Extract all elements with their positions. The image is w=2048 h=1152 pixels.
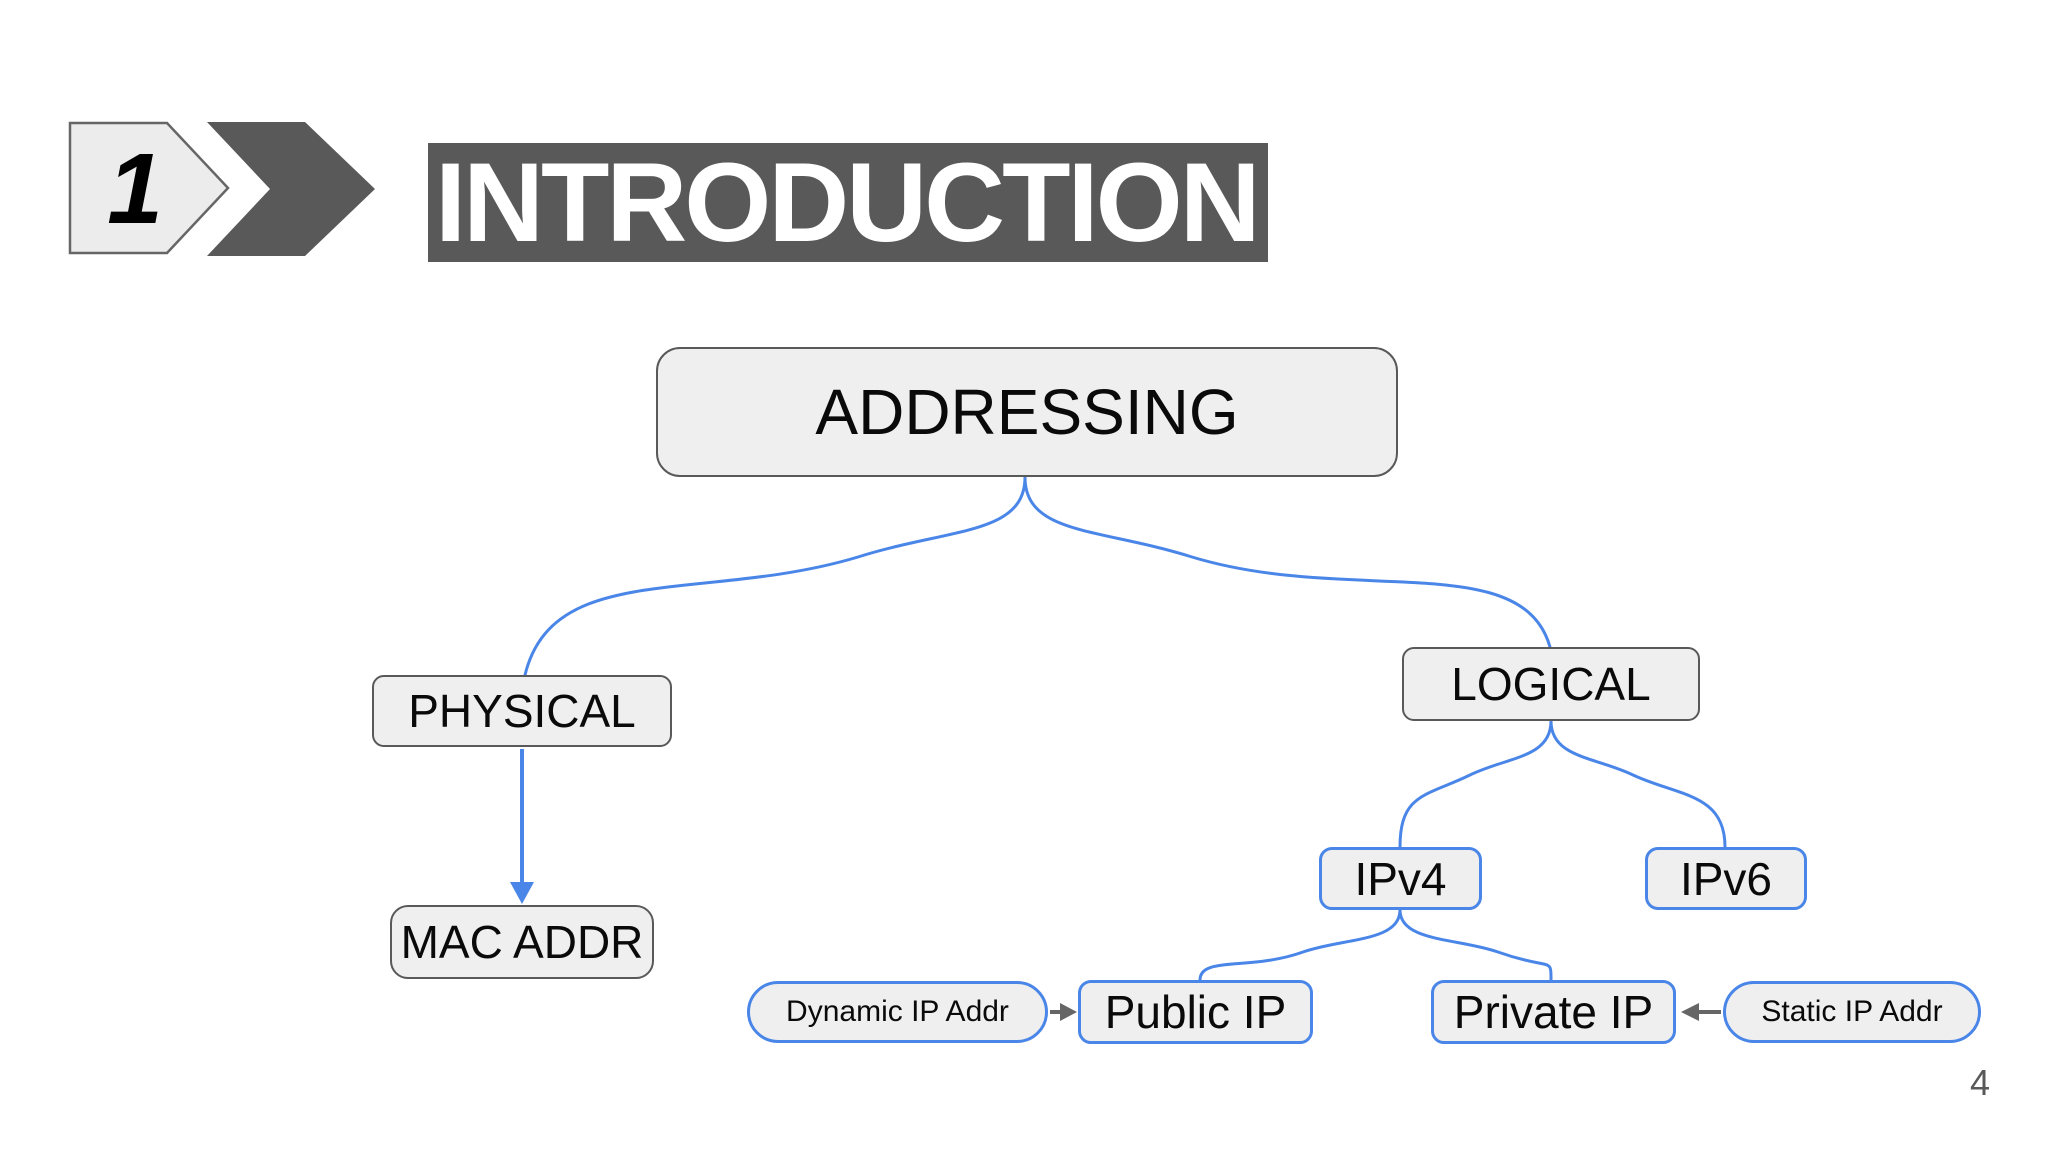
node-public-ip-label: Public IP — [1104, 986, 1287, 1038]
edge-logical-ipv4 — [1398, 719, 1553, 849]
node-static-ip-addr-label: Static IP Addr — [1761, 995, 1943, 1028]
arrow-dynamic-public-head — [1060, 1003, 1077, 1021]
page-number: 4 — [1969, 1062, 1991, 1103]
node-mac-addr-label: MAC ADDR — [400, 916, 644, 968]
node-addressing: ADDRESSING — [656, 347, 1398, 477]
node-logical: LOGICAL — [1402, 647, 1700, 721]
arrow-static-private-head — [1681, 1003, 1699, 1021]
edge-ipv4-public-ip — [1198, 908, 1402, 982]
node-physical-label: PHYSICAL — [408, 685, 636, 737]
node-mac-addr: MAC ADDR — [390, 905, 654, 979]
node-private-ip: Private IP — [1431, 980, 1676, 1044]
node-static-ip-addr: Static IP Addr — [1723, 981, 1981, 1043]
node-private-ip-label: Private IP — [1453, 986, 1654, 1038]
step-number: 1 — [107, 132, 163, 245]
title-banner: INTRODUCTION — [428, 140, 1268, 265]
node-public-ip: Public IP — [1078, 980, 1313, 1044]
edge-addressing-logical — [1023, 475, 1552, 649]
node-addressing-label: ADDRESSING — [815, 376, 1239, 448]
arrow-physical-mac-head — [510, 882, 534, 904]
node-ipv4-label: IPv4 — [1354, 852, 1447, 905]
node-ipv6-label: IPv6 — [1679, 852, 1773, 905]
node-physical: PHYSICAL — [372, 675, 672, 747]
slide-title: INTRODUCTION — [435, 140, 1261, 265]
edge-ipv4-private-ip — [1398, 908, 1553, 982]
node-dynamic-ip-addr-label: Dynamic IP Addr — [786, 995, 1009, 1028]
node-ipv4: IPv4 — [1319, 847, 1482, 910]
node-logical-label: LOGICAL — [1451, 658, 1651, 710]
node-dynamic-ip-addr: Dynamic IP Addr — [747, 981, 1048, 1043]
chevron-arrow-icon — [207, 122, 375, 256]
edge-addressing-physical — [523, 475, 1027, 677]
edge-logical-ipv6 — [1549, 719, 1727, 849]
node-ipv6: IPv6 — [1645, 847, 1807, 910]
step-badge-pentagon-icon — [68, 121, 230, 255]
